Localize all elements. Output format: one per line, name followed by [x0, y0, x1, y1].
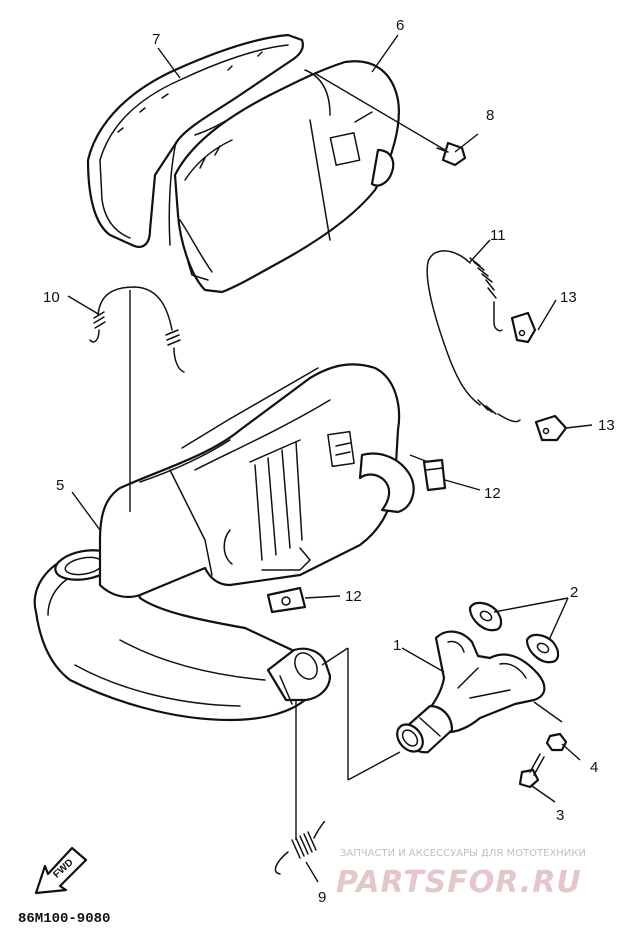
part-5-muffler [33, 363, 415, 722]
part-1-manifold [396, 630, 546, 754]
callout-9: 9 [318, 889, 326, 906]
part-10-spring [89, 286, 185, 373]
callout-13-lower: 13 [598, 417, 615, 434]
callout-1: 1 [393, 637, 401, 654]
callout-13-upper: 13 [560, 289, 577, 306]
watermark-subtitle: ЗАПЧАСТИ И АКСЕССУАРЫ ДЛЯ МОТОТЕХНИКИ [340, 848, 586, 859]
part-13-bracket-upper [510, 311, 537, 344]
callout-12-lower: 12 [345, 588, 362, 605]
callout-12-upper: 12 [484, 485, 501, 502]
part-2-gasket-upper [468, 601, 503, 632]
callout-6: 6 [396, 17, 404, 34]
part-2-gasket-lower [525, 633, 560, 664]
fwd-arrow-icon: FWD [34, 846, 88, 895]
part-3-stud [518, 753, 545, 789]
part-9-spring [274, 820, 326, 875]
part-11-spring [426, 250, 521, 423]
callout-10: 10 [43, 289, 60, 306]
leader-lines [67, 34, 593, 883]
part-12-damper-lower [266, 586, 307, 614]
callout-11: 11 [490, 227, 506, 244]
part-6-heat-shield [173, 60, 400, 294]
part-13-bracket-lower [534, 414, 568, 442]
part-7-outer-cover [86, 33, 304, 248]
callout-labels: 7 6 8 10 11 13 13 12 12 5 2 1 4 3 9 [43, 17, 615, 906]
callout-4: 4 [590, 759, 598, 776]
part-4-nut [545, 732, 568, 752]
part-8-bolt [436, 133, 479, 167]
callout-8: 8 [486, 107, 494, 124]
diagram-part-code: 86M100-9080 [18, 911, 110, 927]
part-12-damper-upper [409, 454, 447, 492]
watermark: ЗАПЧАСТИ И АКСЕССУАРЫ ДЛЯ МОТОТЕХНИКИ PA… [336, 848, 586, 900]
callout-5: 5 [56, 477, 64, 494]
callout-7: 7 [152, 31, 160, 48]
callout-3: 3 [556, 807, 564, 824]
watermark-brand: PARTSFOR.RU [336, 865, 582, 900]
callout-2: 2 [570, 584, 578, 601]
